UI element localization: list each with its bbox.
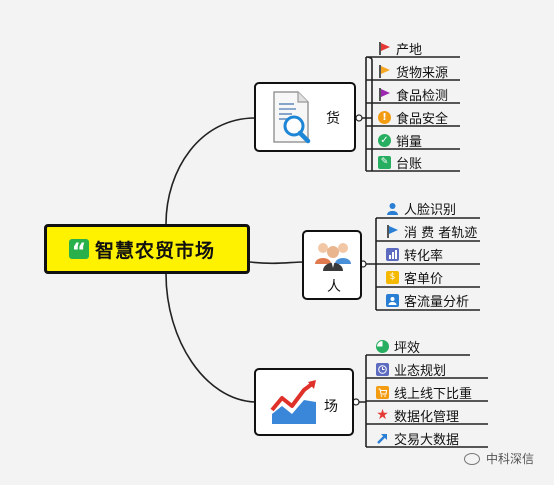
star-icon: ★: [376, 407, 389, 423]
leaf-format-planning[interactable]: 业态规划: [376, 359, 446, 379]
cart-icon: [376, 385, 389, 399]
leaf-label: 食品检测: [396, 88, 449, 104]
edit-icon: ✎: [378, 155, 391, 169]
leaf-label: 客单价: [404, 271, 444, 287]
leaf-label: 交易大数据: [394, 432, 460, 448]
exclamation-icon: !: [378, 110, 391, 124]
leaf-food-safety[interactable]: ! 食品安全: [378, 107, 448, 127]
user-icon: [386, 202, 399, 215]
branch-venue[interactable]: 场: [254, 368, 354, 436]
leaf-face-recognition[interactable]: 人脸识别: [386, 198, 456, 218]
flag-icon: [378, 41, 391, 55]
connector-people-leaves: [363, 217, 480, 311]
document-search-icon: [270, 90, 316, 150]
clock-icon: [376, 362, 389, 376]
leaf-label: 业态规划: [394, 363, 447, 379]
branch-people[interactable]: 人: [302, 230, 362, 300]
watermark-label: 中科深信: [485, 452, 534, 466]
leaf-label: 线上线下比重: [394, 386, 473, 402]
check-icon: ✓: [378, 133, 391, 147]
leaf-conversion-rate[interactable]: 转化率: [386, 244, 443, 264]
connector-root-people: [249, 261, 305, 265]
leaf-food-testing[interactable]: 食品检测: [378, 84, 448, 104]
connector-venue-leaves: [356, 354, 488, 448]
flag-icon: [386, 224, 399, 238]
branch-people-label: 人: [327, 279, 341, 295]
root-node[interactable]: “ 智慧农贸市场: [44, 224, 250, 274]
leaf-label: 数据化管理: [394, 409, 460, 425]
leaf-transaction-big-data[interactable]: 交易大数据: [376, 428, 459, 448]
leaf-floor-efficiency[interactable]: 坪效: [376, 336, 420, 356]
leaf-label: 客流量分析: [404, 294, 470, 310]
dollar-icon: $: [386, 270, 399, 284]
leaf-label: 坪效: [394, 340, 421, 356]
leaf-origin[interactable]: 产地: [378, 38, 422, 58]
flag-icon: [378, 87, 391, 101]
leaf-unit-price[interactable]: $ 客单价: [386, 267, 443, 287]
leaf-label: 销量: [396, 134, 423, 150]
leaf-label: 货物来源: [396, 65, 449, 81]
leaf-label: 转化率: [404, 248, 444, 264]
leaf-consumer-trajectory[interactable]: 消 费 者轨迹: [386, 221, 477, 241]
user-card-icon: [386, 293, 399, 307]
quote-icon: “: [69, 239, 89, 259]
collapse-dot-goods[interactable]: [355, 114, 363, 122]
watermark: 中科深信: [463, 450, 534, 467]
leaf-traffic-analysis[interactable]: 客流量分析: [386, 290, 469, 310]
root-label: 智慧农贸市场: [95, 239, 216, 262]
branch-venue-label: 场: [324, 399, 338, 415]
leaf-label: 消 费 者轨迹: [404, 225, 478, 241]
leaf-sales[interactable]: ✓ 销量: [378, 130, 422, 150]
connector-goods-leaves: [360, 56, 460, 172]
wechat-icon: [463, 452, 480, 465]
leaf-goods-source[interactable]: 货物来源: [378, 61, 448, 81]
trend-chart-icon: [270, 380, 318, 430]
connector-root-venue: [165, 273, 256, 403]
leaf-label: 人脸识别: [404, 202, 457, 218]
flag-icon: [378, 64, 391, 78]
branch-goods-label: 货: [326, 111, 340, 127]
branch-goods[interactable]: 货: [254, 82, 356, 152]
bar-chart-icon: [386, 247, 399, 261]
leaf-online-offline-ratio[interactable]: 线上线下比重: [376, 382, 472, 402]
leaf-label: 食品安全: [396, 111, 449, 127]
leaf-label: 台账: [396, 156, 423, 172]
leaf-data-management[interactable]: ★ 数据化管理: [376, 405, 459, 425]
leaf-ledger[interactable]: ✎ 台账: [378, 152, 422, 172]
leaf-label: 产地: [396, 42, 423, 58]
people-group-icon: [313, 238, 353, 276]
pie-icon: [376, 339, 389, 353]
arrow-up-icon: [376, 432, 389, 445]
connector-root-goods: [165, 117, 256, 225]
